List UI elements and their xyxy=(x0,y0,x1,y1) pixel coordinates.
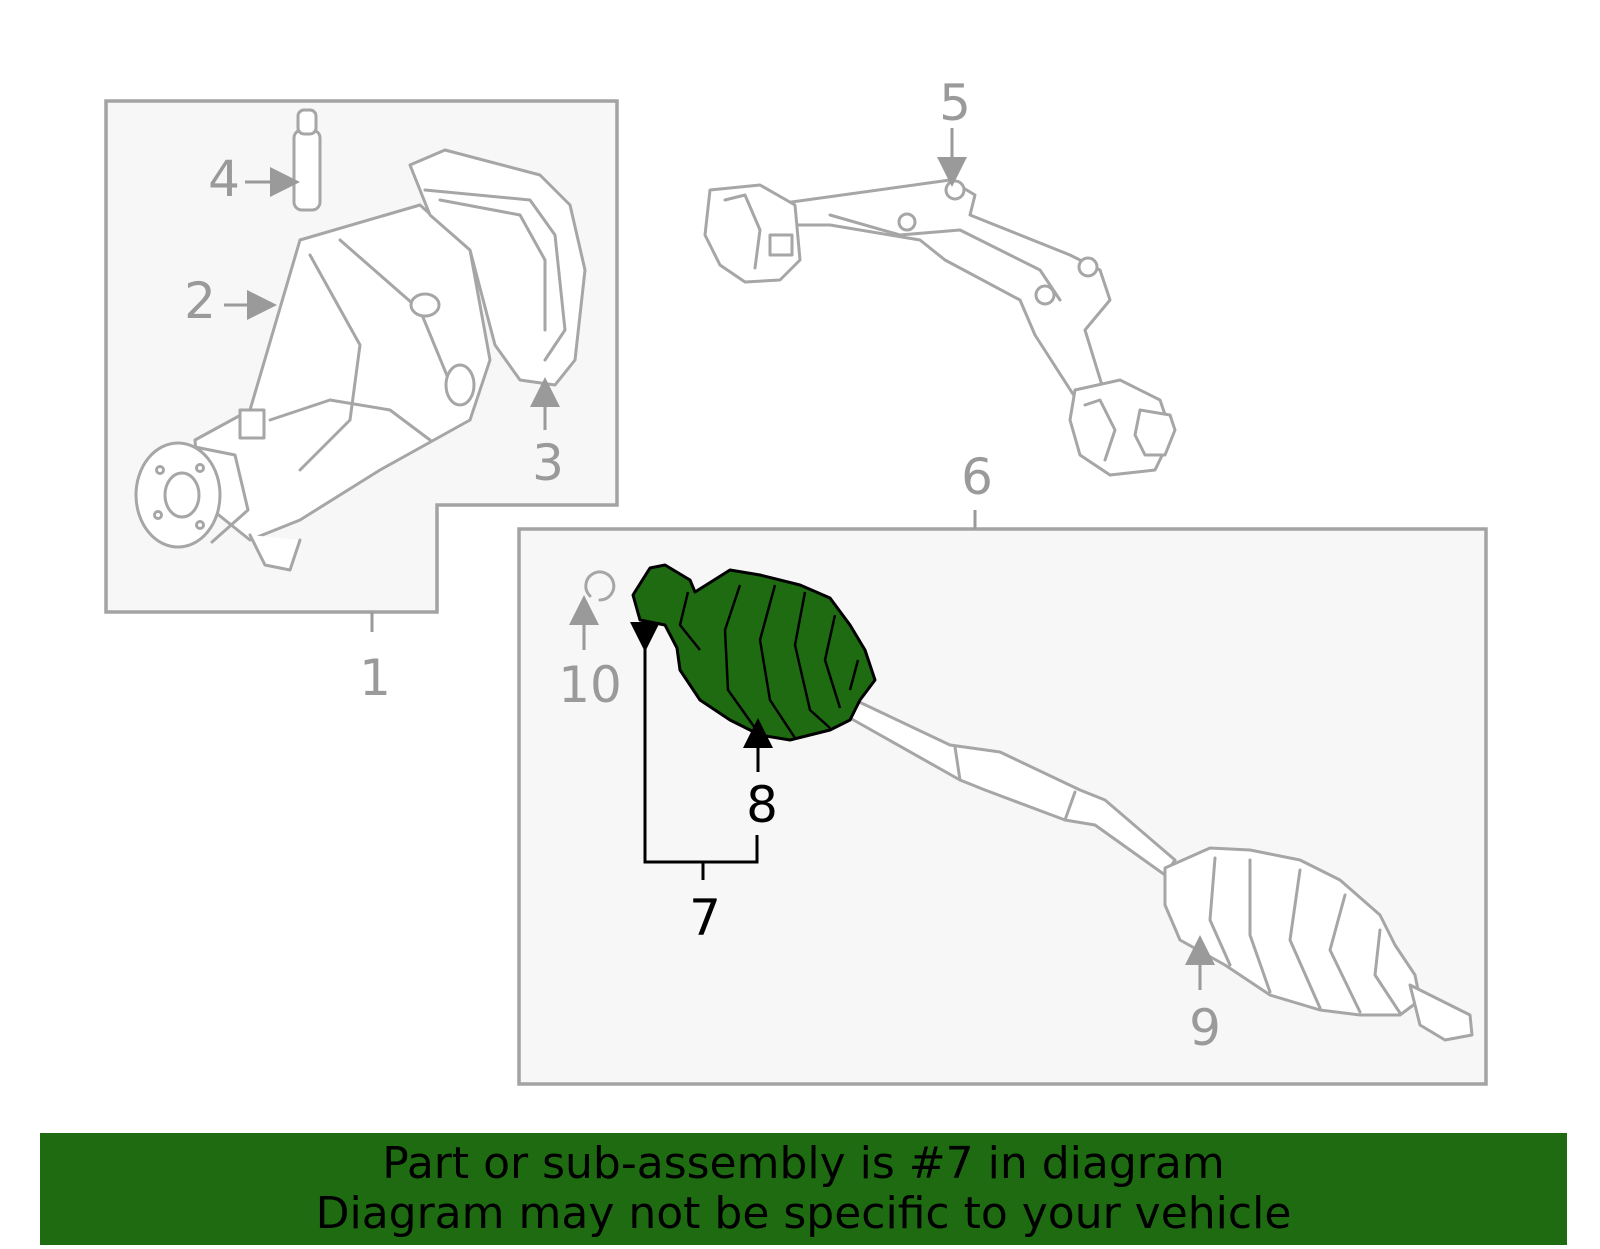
callout-10[interactable]: 10 xyxy=(558,656,622,714)
inner-cv-joint-assembly-highlighted[interactable] xyxy=(631,563,877,742)
breather-vent[interactable] xyxy=(292,108,322,212)
callout-1[interactable]: 1 xyxy=(359,649,391,707)
callout-2[interactable]: 2 xyxy=(184,272,216,330)
callout-8[interactable]: 8 xyxy=(746,776,778,834)
banner-part-note: Part or sub-assembly is #7 in diagram xyxy=(382,1138,1225,1189)
retaining-ring[interactable] xyxy=(584,570,616,602)
differential-housing[interactable] xyxy=(193,148,587,572)
callout-9[interactable]: 9 xyxy=(1189,999,1221,1057)
pinion-flange[interactable] xyxy=(134,441,250,549)
callout-7-bracket xyxy=(630,622,759,864)
callout-6[interactable]: 6 xyxy=(961,448,993,506)
callout-7[interactable]: 7 xyxy=(689,889,721,947)
outer-cv-joint[interactable] xyxy=(1163,846,1474,1042)
info-banner: Part or sub-assembly is #7 in diagram Di… xyxy=(40,1133,1567,1245)
banner-disclaimer: Diagram may not be specific to your vehi… xyxy=(315,1188,1292,1239)
callout-3[interactable]: 3 xyxy=(532,434,564,492)
differential-mount-bracket[interactable] xyxy=(703,178,1177,477)
callout-5[interactable]: 5 xyxy=(939,74,971,132)
callout-4[interactable]: 4 xyxy=(208,150,240,208)
